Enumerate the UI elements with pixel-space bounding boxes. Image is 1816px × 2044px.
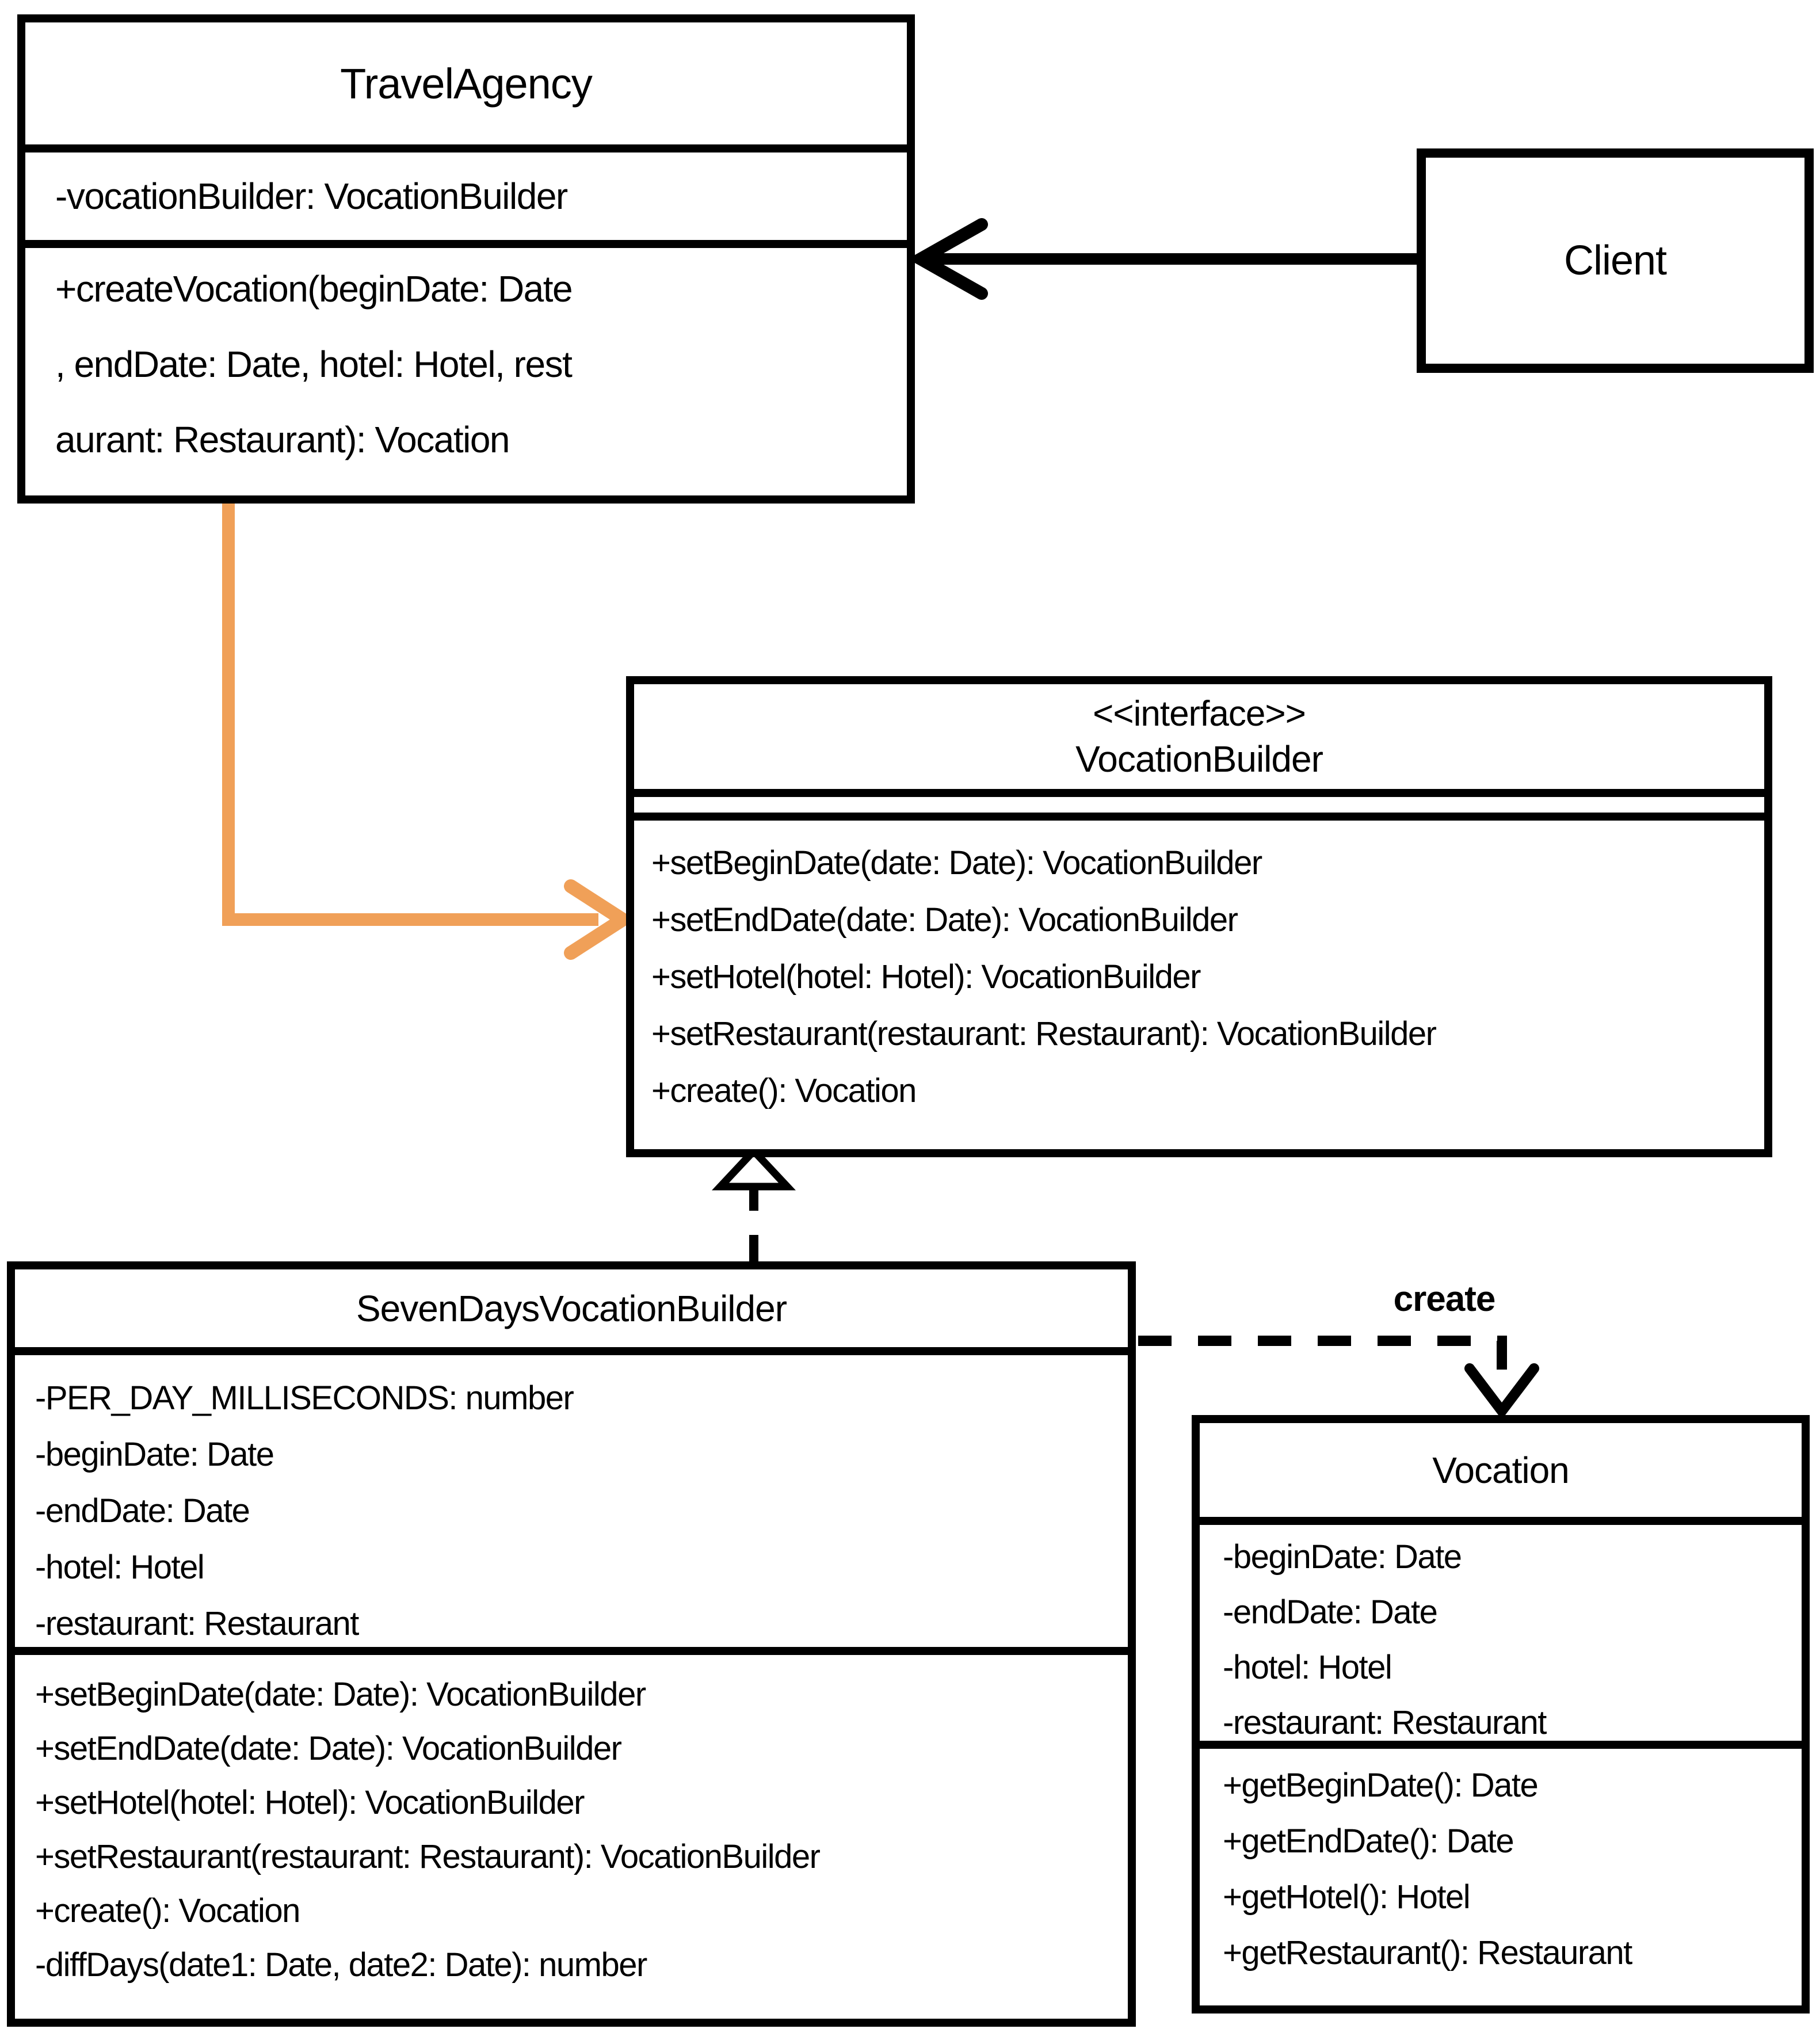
method-line: +setRestaurant(restaurant: Restaurant): … bbox=[651, 1015, 1437, 1052]
sevendays-methods-compartment: +setBeginDate(date: Date): VocationBuild… bbox=[15, 1655, 1128, 2019]
attribute-line: -endDate: Date bbox=[35, 1492, 250, 1530]
method-line: +createVocation(beginDate: Date bbox=[55, 268, 573, 310]
method-line: +getHotel(): Hotel bbox=[1223, 1878, 1471, 1916]
vocationbuilder-title-compartment: <<interface>> VocationBuilder bbox=[634, 684, 1764, 797]
method-line: +setRestaurant(restaurant: Restaurant): … bbox=[35, 1838, 821, 1875]
sevendays-attributes-compartment: -PER_DAY_MILLISECONDS: number -beginDate… bbox=[15, 1355, 1128, 1655]
method-line: +getEndDate(): Date bbox=[1223, 1822, 1514, 1860]
client-title-compartment: Client bbox=[1426, 158, 1804, 364]
attribute-line: -vocationBuilder: VocationBuilder bbox=[55, 176, 568, 217]
vocationbuilder-methods-compartment: +setBeginDate(date: Date): VocationBuild… bbox=[634, 821, 1764, 1149]
class-name-vocation: Vocation bbox=[1432, 1449, 1570, 1491]
attribute-line: -restaurant: Restaurant bbox=[1223, 1704, 1547, 1741]
class-box-sevendaysvocationbuilder: SevenDaysVocationBuilder -PER_DAY_MILLIS… bbox=[7, 1261, 1136, 2027]
class-name-vocationbuilder: VocationBuilder bbox=[1075, 738, 1323, 780]
class-box-travelagency: TravelAgency -vocationBuilder: VocationB… bbox=[17, 14, 915, 504]
attribute-line: -hotel: Hotel bbox=[35, 1549, 205, 1586]
method-line: +create(): Vocation bbox=[651, 1072, 917, 1109]
attribute-line: -hotel: Hotel bbox=[1223, 1649, 1392, 1686]
method-line: , endDate: Date, hotel: Hotel, rest bbox=[55, 344, 573, 385]
class-box-vocation: Vocation -beginDate: Date -endDate: Date… bbox=[1192, 1415, 1810, 2014]
attribute-line: -beginDate: Date bbox=[35, 1436, 274, 1473]
vocation-methods-compartment: +getBeginDate(): Date +getEndDate(): Dat… bbox=[1200, 1749, 1802, 2005]
method-line: +setHotel(hotel: Hotel): VocationBuilder bbox=[35, 1784, 585, 1821]
arrowhead-open-right-orange-icon bbox=[564, 879, 636, 960]
vocation-title-compartment: Vocation bbox=[1200, 1423, 1802, 1525]
method-line: +setBeginDate(date: Date): VocationBuild… bbox=[35, 1676, 646, 1713]
travelagency-methods-compartment: +createVocation(beginDate: Date , endDat… bbox=[25, 248, 907, 495]
attribute-line: -PER_DAY_MILLISECONDS: number bbox=[35, 1379, 574, 1417]
travelagency-attributes-compartment: -vocationBuilder: VocationBuilder bbox=[25, 152, 907, 248]
method-line: +setHotel(hotel: Hotel): VocationBuilder bbox=[651, 958, 1201, 996]
method-line: +getRestaurant(): Restaurant bbox=[1223, 1934, 1632, 1971]
dependency-label-create: create bbox=[1393, 1279, 1496, 1319]
association-travelagency-to-vocationbuilder bbox=[222, 499, 636, 960]
attribute-line: -endDate: Date bbox=[1223, 1593, 1438, 1631]
stereotype-interface: <<interface>> bbox=[1093, 694, 1306, 734]
method-line: +getBeginDate(): Date bbox=[1223, 1767, 1539, 1804]
attribute-line: -beginDate: Date bbox=[1223, 1538, 1462, 1576]
attribute-line: -restaurant: Restaurant bbox=[35, 1605, 359, 1642]
class-name-sevendaysvocationbuilder: SevenDaysVocationBuilder bbox=[356, 1287, 787, 1329]
method-line: +create(): Vocation bbox=[35, 1892, 300, 1929]
dependency-sevendays-creates-vocation bbox=[1138, 1336, 1539, 1420]
realization-sevendays-implements-vocationbuilder bbox=[712, 1145, 796, 1261]
method-line: +setEndDate(date: Date): VocationBuilder bbox=[35, 1730, 622, 1767]
arrowhead-open-down-icon bbox=[1464, 1363, 1539, 1420]
vocationbuilder-empty-attributes-compartment bbox=[634, 797, 1764, 821]
class-box-client: Client bbox=[1417, 148, 1814, 373]
method-line: -diffDays(date1: Date, date2: Date): num… bbox=[35, 1946, 647, 1984]
class-name-travelagency: TravelAgency bbox=[340, 59, 593, 108]
method-line: aurant: Restaurant): Vocation bbox=[55, 419, 510, 460]
vocation-attributes-compartment: -beginDate: Date -endDate: Date -hotel: … bbox=[1200, 1525, 1802, 1749]
association-client-to-travelagency bbox=[907, 218, 1417, 300]
arrowhead-open-left-icon bbox=[907, 218, 988, 300]
method-line: +setBeginDate(date: Date): VocationBuild… bbox=[651, 844, 1262, 882]
sevendays-title-compartment: SevenDaysVocationBuilder bbox=[15, 1269, 1128, 1355]
class-name-client: Client bbox=[1563, 238, 1667, 284]
travelagency-title-compartment: TravelAgency bbox=[25, 22, 907, 152]
method-line: +setEndDate(date: Date): VocationBuilder bbox=[651, 901, 1238, 939]
interface-box-vocationbuilder: <<interface>> VocationBuilder +setBeginD… bbox=[626, 676, 1772, 1157]
